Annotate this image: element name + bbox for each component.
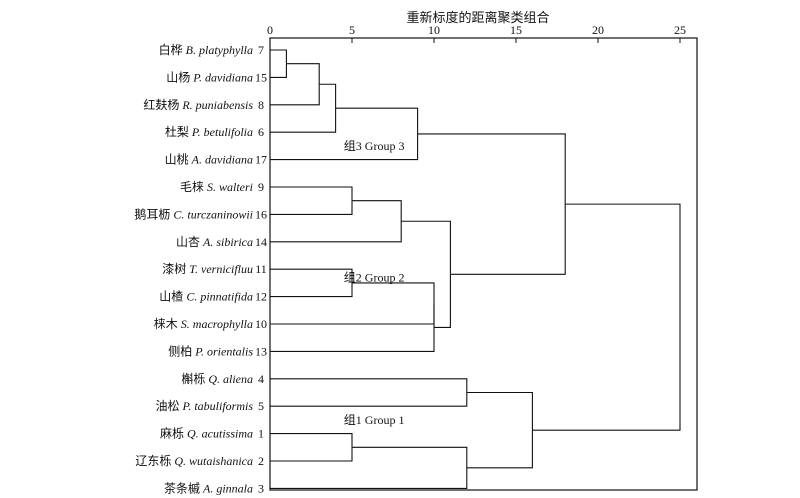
species-scientific-name: P. betulifolia xyxy=(191,125,253,139)
species-label: 山桃 A. davidiana xyxy=(165,152,253,167)
leaf-number: 11 xyxy=(255,262,267,276)
species-chinese-name: 油松 xyxy=(156,399,183,413)
leaf-number: 6 xyxy=(258,125,264,139)
species-label: 山杏 A. sibirica xyxy=(176,235,253,249)
species-label: 毛梾 S. walteri xyxy=(180,179,253,194)
leaf-number: 13 xyxy=(255,344,267,358)
leaf-number: 17 xyxy=(255,153,267,167)
leaf-number: 12 xyxy=(255,290,267,304)
leaf-number: 3 xyxy=(258,481,264,495)
leaf-number: 7 xyxy=(258,43,264,57)
cluster-branch xyxy=(270,83,337,133)
species-label: 油松 P. tabuliformis xyxy=(156,399,254,413)
species-label: 麻栎 Q. acutissima xyxy=(160,426,253,441)
leaf-number: 2 xyxy=(258,454,264,468)
leaf-number: 10 xyxy=(255,317,267,331)
species-chinese-name: 辽东栎 xyxy=(135,454,174,468)
species-chinese-name: 毛梾 xyxy=(180,179,207,194)
x-tick-label: 10 xyxy=(428,23,440,37)
species-label: 山杨 P. davidiana xyxy=(166,69,253,84)
species-chinese-name: 山杏 xyxy=(176,235,203,249)
cluster-branch xyxy=(270,378,468,407)
species-label: 辽东栎 Q. wutaishanica xyxy=(135,454,253,468)
species-label: 茶条槭 A. ginnala xyxy=(164,480,253,495)
species-chinese-name: 杜梨 xyxy=(165,124,192,139)
group-label: 组1 Group 1 xyxy=(344,413,405,427)
species-chinese-name: 红麸杨 xyxy=(143,97,182,112)
leaf-number: 4 xyxy=(258,372,264,386)
species-scientific-name: S. macrophylla xyxy=(181,317,253,331)
species-chinese-name: 槲栎 xyxy=(181,372,208,386)
species-scientific-name: P. davidiana xyxy=(192,70,253,84)
species-scientific-name: A. davidiana xyxy=(191,153,253,167)
species-chinese-name: 梾木 xyxy=(154,316,181,331)
x-tick-label: 15 xyxy=(510,23,522,37)
leaf-number: 15 xyxy=(255,70,267,84)
cluster-branch xyxy=(401,220,451,328)
species-scientific-name: P. tabuliformis xyxy=(182,399,254,413)
x-tick-label: 0 xyxy=(267,23,273,37)
species-scientific-name: R. puniabensis xyxy=(181,98,253,112)
species-chinese-name: 山杨 xyxy=(166,69,193,84)
leaf-number: 1 xyxy=(258,427,264,441)
species-scientific-name: T. vernicifluu xyxy=(189,262,253,276)
axis-title: 重新标度的距离聚类组合 xyxy=(406,10,549,25)
species-label: 红麸杨 R. puniabensis xyxy=(143,97,253,112)
group-label: 组2 Group 2 xyxy=(344,270,405,284)
species-label: 侧柏 P. orientalis xyxy=(168,343,253,358)
species-scientific-name: S. walteri xyxy=(207,180,253,194)
dendrogram-branches xyxy=(270,49,681,489)
x-axis-ticks: 0 5 10 15 20 25 xyxy=(267,23,686,43)
species-scientific-name: Q. acutissima xyxy=(187,427,253,441)
x-tick-label: 25 xyxy=(674,23,686,37)
species-scientific-name: C. turczaninowii xyxy=(173,207,253,221)
species-chinese-name: 鹅耳枥 xyxy=(134,206,173,221)
species-scientific-name: C. pinnatifida xyxy=(186,290,253,304)
x-tick-label: 5 xyxy=(349,23,355,37)
cluster-branch xyxy=(270,49,287,78)
species-label: 白桦 B. platyphylla xyxy=(159,42,253,57)
species-label: 山楂 C. pinnatifida xyxy=(159,290,253,304)
species-chinese-name: 茶条槭 xyxy=(164,480,203,495)
plot-frame xyxy=(269,37,698,491)
species-scientific-name: A. sibirica xyxy=(202,235,253,249)
cluster-branch xyxy=(270,433,353,462)
cluster-branch xyxy=(270,303,435,352)
species-scientific-name: B. platyphylla xyxy=(186,43,253,57)
species-label: 杜梨 P. betulifolia xyxy=(165,124,253,139)
cluster-branch xyxy=(466,391,533,469)
cluster-branch xyxy=(532,203,681,431)
species-scientific-name: Q. aliena xyxy=(208,372,253,386)
group-labels: 组3 Group 3 组2 Group 2 组1 Group 1 xyxy=(344,139,405,427)
species-chinese-name: 山楂 xyxy=(159,290,186,304)
species-label: 梾木 S. macrophylla xyxy=(154,316,253,331)
leaf-number: 5 xyxy=(258,399,264,413)
group-label: 组3 Group 3 xyxy=(344,139,405,153)
cluster-branch xyxy=(270,200,402,243)
species-scientific-name: A. ginnala xyxy=(202,481,253,495)
leaf-number: 16 xyxy=(255,207,267,221)
cluster-branch xyxy=(270,446,468,489)
species-scientific-name: P. orientalis xyxy=(194,344,253,358)
species-scientific-name: Q. wutaishanica xyxy=(174,454,253,468)
cluster-branch xyxy=(270,63,320,106)
species-chinese-name: 麻栎 xyxy=(160,426,187,441)
x-tick-label: 20 xyxy=(592,23,604,37)
species-label: 槲栎 Q. aliena xyxy=(181,372,253,386)
leaf-number: 14 xyxy=(255,235,267,249)
cluster-branch xyxy=(270,186,353,215)
species-chinese-name: 侧柏 xyxy=(168,343,195,358)
cluster-branch xyxy=(417,133,566,275)
species-chinese-name: 白桦 xyxy=(159,42,186,57)
leaf-number: 8 xyxy=(258,98,264,112)
species-label: 鹅耳枥 C. turczaninowii xyxy=(134,206,253,221)
cluster-branch xyxy=(270,268,353,298)
species-chinese-name: 漆树 xyxy=(162,261,189,276)
species-label: 漆树 T. vernicifluu xyxy=(162,261,253,276)
leaf-number: 9 xyxy=(258,180,264,194)
species-chinese-name: 山桃 xyxy=(165,152,192,167)
